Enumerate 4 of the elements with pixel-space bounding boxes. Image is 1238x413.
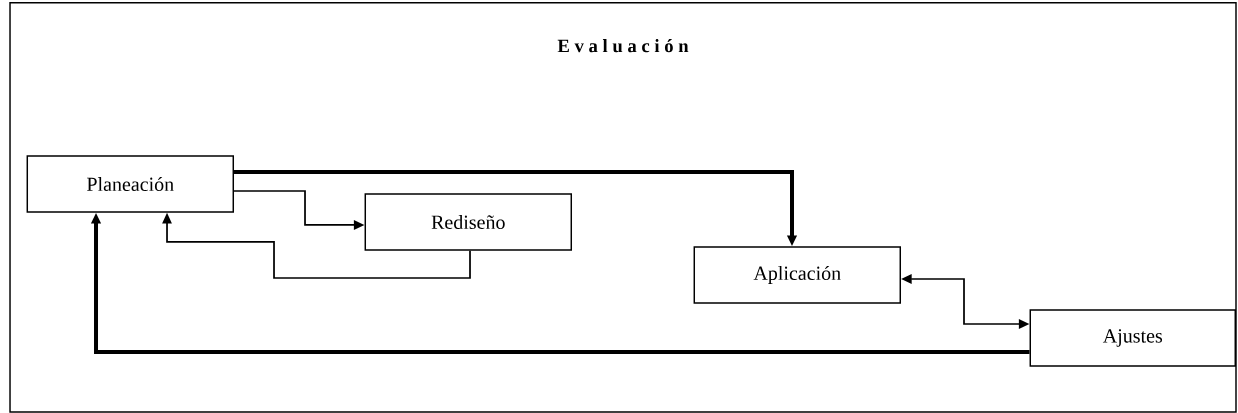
process-box: Rediseño [364,193,572,251]
process-box: Aplicación [693,246,901,304]
process-box: Ajustes [1029,309,1236,367]
process-box: Planeación [26,155,234,213]
